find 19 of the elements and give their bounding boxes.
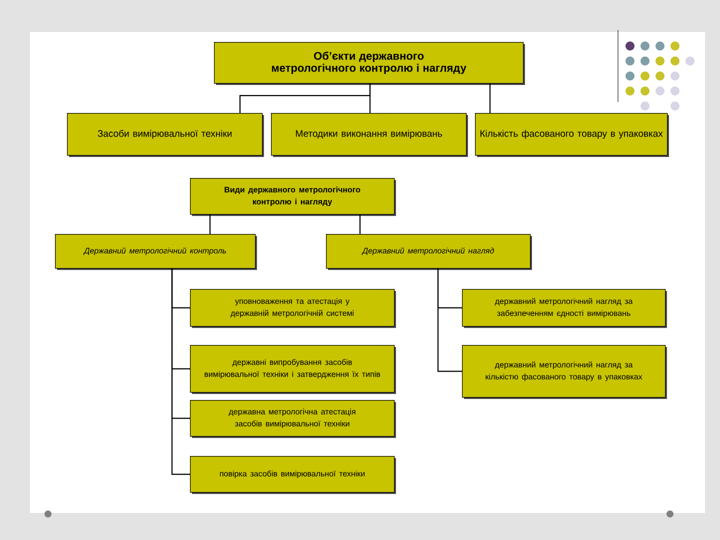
process-box: Методики виконання вимірювань — [271, 113, 468, 157]
process-box: державна метрологічна атестація засобів вимірювальної техніки — [190, 400, 396, 438]
connector-line — [171, 268, 190, 475]
process-box: Державний метрологічний контроль — [55, 234, 257, 270]
process-box: Державний метрологічний нагляд — [326, 234, 532, 270]
process-box: уповноваження та атестація у державній метрологічній системі — [190, 289, 396, 328]
process-box: Кількість фасованого товару в упаковках — [475, 113, 669, 157]
process-box: державні випробування засобів вимірювальної техніки і затвердження їх типів — [190, 345, 396, 394]
process-box: Засоби вимірювальної техніки — [67, 113, 264, 157]
connector-line — [359, 214, 361, 234]
connector-line — [369, 84, 371, 113]
process-box: Об’єкти державного метрологічного контролю і нагляду — [214, 42, 525, 85]
connector-line — [489, 84, 491, 113]
process-box: повірка засобів вимірювальної техніки — [190, 456, 396, 494]
connector-line — [437, 268, 462, 372]
process-box: Види державного метрологічного контролю і нагляду — [190, 178, 396, 216]
process-box: державний метрологічний нагляд за забезпеченням єдності вимірювань — [462, 289, 667, 328]
process-box: державний метрологічний нагляд за кількістю фасованого товару в упаковках — [462, 345, 667, 399]
connector-line — [209, 214, 211, 234]
